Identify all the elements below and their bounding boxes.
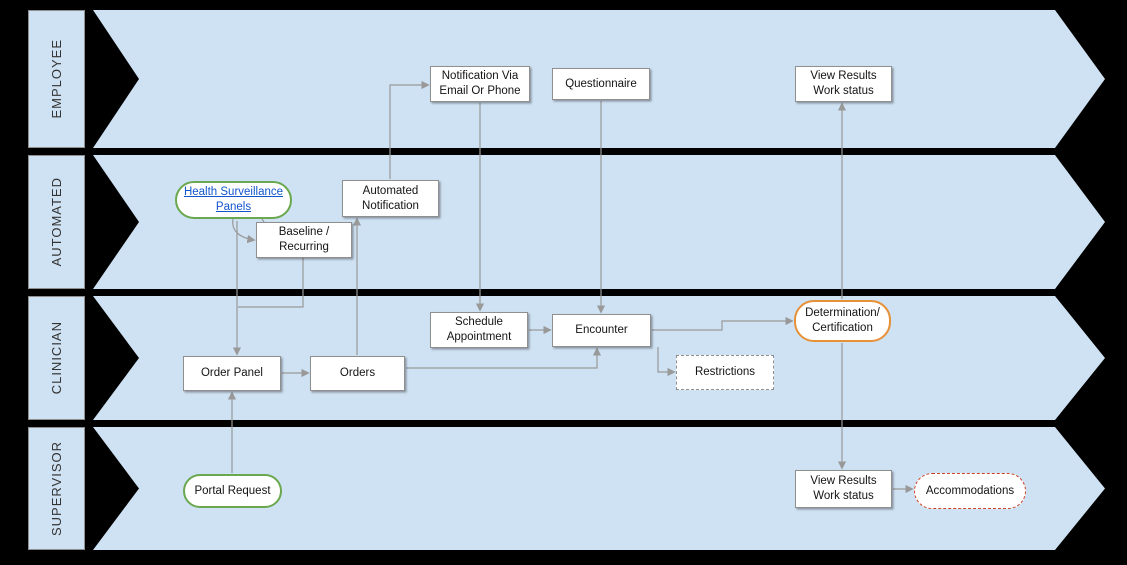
lane-label-automated-text: AUTOMATED xyxy=(49,177,64,267)
node-orders: Orders xyxy=(310,356,405,391)
node-encounter: Encounter xyxy=(552,314,651,347)
node-view-results-employee: View Results Work status xyxy=(795,66,892,102)
node-baseline-recurring: Baseline / Recurring xyxy=(256,222,352,258)
node-restrictions: Restrictions xyxy=(676,355,774,390)
lane-band-automated xyxy=(93,155,1105,289)
lane-label-clinician: CLINICIAN xyxy=(28,296,85,420)
node-accommodations: Accommodations xyxy=(914,473,1026,509)
lane-label-clinician-text: CLINICIAN xyxy=(49,321,64,395)
node-questionnaire: Questionnaire xyxy=(552,68,650,100)
node-determination-certification: Determination/ Certification xyxy=(794,300,891,342)
lane-label-automated: AUTOMATED xyxy=(28,155,85,289)
lane-label-employee-text: EMPLOYEE xyxy=(49,39,64,119)
node-schedule-appointment: Schedule Appointment xyxy=(430,312,528,348)
node-health-surveillance-panels: Health Surveillance Panels xyxy=(175,181,292,219)
node-notification-via-email-or-phone: Notification Via Email Or Phone xyxy=(430,66,530,102)
node-order-panel: Order Panel xyxy=(183,356,281,391)
node-portal-request: Portal Request xyxy=(183,474,282,508)
health-surveillance-panels-link[interactable]: Health Surveillance Panels xyxy=(183,186,284,213)
lane-label-supervisor: SUPERVISOR xyxy=(28,427,85,550)
lane-label-employee: EMPLOYEE xyxy=(28,10,85,148)
node-automated-notification: Automated Notification xyxy=(342,180,439,217)
lane-label-supervisor-text: SUPERVISOR xyxy=(49,440,64,536)
node-view-results-supervisor: View Results Work status xyxy=(795,470,892,508)
